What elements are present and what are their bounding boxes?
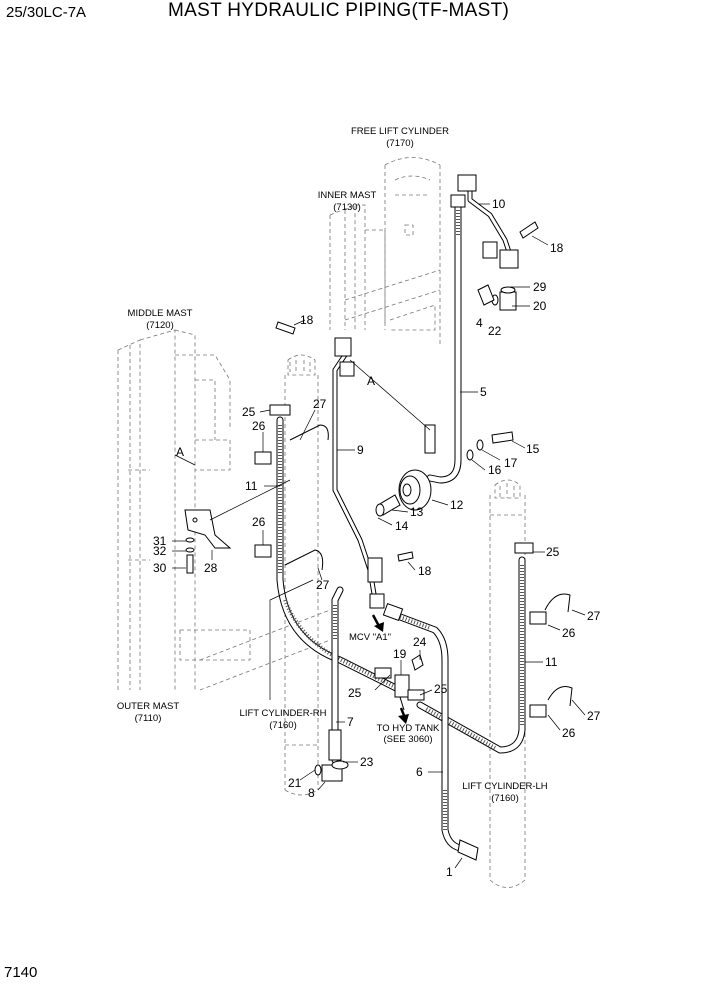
clips-27 <box>284 424 573 707</box>
label-lift-cylinder-lh-ref: (7160) <box>491 793 518 804</box>
callout-13: 13 <box>410 505 424 519</box>
label-inner-mast: INNER MAST <box>318 190 377 201</box>
detail-marker-a-1: A <box>367 374 375 388</box>
callout-26: 26 <box>252 419 266 433</box>
pin-13 <box>375 494 401 517</box>
coupler-4 <box>477 284 495 306</box>
free-lift-cylinder-outline <box>384 157 441 345</box>
callout-20: 20 <box>533 299 547 313</box>
leader-lines <box>172 203 586 869</box>
callout-7: 7 <box>347 715 354 729</box>
label-free-lift-cylinder: FREE LIFT CYLINDER <box>351 126 449 137</box>
inner-mast-outline <box>329 204 441 330</box>
tee-19 <box>394 674 410 711</box>
callout-32: 32 <box>153 544 167 558</box>
callout-6: 6 <box>416 765 423 779</box>
label-outer-mast: OUTER MAST <box>117 701 179 712</box>
callout-26: 26 <box>562 626 576 640</box>
middle-mast-outline <box>139 329 331 691</box>
callout-25: 25 <box>348 686 362 700</box>
model-number: 25/30LC-7A <box>6 4 87 21</box>
label-lift-cylinder-rh-ref: (7160) <box>269 720 296 731</box>
tank-arrow-icon <box>398 707 409 724</box>
callout-11: 11 <box>245 479 258 493</box>
label-free-lift-cylinder-ref: (7170) <box>386 138 413 149</box>
hose-5 <box>424 194 466 484</box>
callout-25: 25 <box>242 405 256 419</box>
callout-26: 26 <box>562 726 576 740</box>
pipe-9 <box>332 337 385 609</box>
label-lift-cylinder-lh: LIFT CYLINDER-LH <box>462 781 547 792</box>
label-to-hyd-tank-ref: (SEE 3060) <box>383 734 432 745</box>
pipe-10 <box>457 174 519 269</box>
elbow-20 <box>491 286 517 311</box>
hose-11-rh <box>276 416 404 694</box>
page-number: 7140 <box>4 964 38 981</box>
label-lift-cylinder-rh: LIFT CYLINDER-RH <box>240 708 327 719</box>
callout-31: 31 <box>153 534 167 548</box>
callout-1: 1 <box>446 865 453 879</box>
mcv-arrow-icon <box>371 614 384 632</box>
callout-24: 24 <box>413 635 427 649</box>
callout-23: 23 <box>360 755 374 769</box>
callout-18: 18 <box>418 564 432 578</box>
callout-29: 29 <box>533 280 547 294</box>
callout-19: 19 <box>393 647 407 661</box>
label-middle-mast: MIDDLE MAST <box>128 308 193 319</box>
callout-10: 10 <box>492 197 506 211</box>
callout-4: 4 <box>476 316 483 330</box>
callout-18: 18 <box>300 313 314 327</box>
callout-30: 30 <box>153 561 167 575</box>
callout-9: 9 <box>357 443 364 457</box>
callout-17: 17 <box>504 456 518 470</box>
bracket-28 <box>184 509 232 549</box>
label-inner-mast-ref: (7130) <box>333 202 360 213</box>
callout-21: 21 <box>288 776 302 790</box>
hose-6 <box>382 602 479 861</box>
part-callouts: 10 18 29 20 4 22 18 5 15 17 16 25 27 26 … <box>153 197 601 879</box>
callout-25: 25 <box>546 545 560 559</box>
label-outer-mast-ref: (7110) <box>135 713 162 724</box>
outer-mast-outline <box>117 339 150 690</box>
callout-22: 22 <box>488 324 502 338</box>
callout-12: 12 <box>450 498 464 512</box>
callout-26: 26 <box>252 515 266 529</box>
page-title: MAST HYDRAULIC PIPING(TF-MAST) <box>168 0 510 21</box>
bolt-30-washer-31-32 <box>185 537 195 574</box>
hose-7 <box>328 586 344 764</box>
callout-27: 27 <box>587 609 601 623</box>
callout-14: 14 <box>395 519 409 533</box>
callout-27: 27 <box>316 578 330 592</box>
elbow-8 <box>314 760 349 782</box>
detail-marker-a-2: A <box>176 445 184 459</box>
callout-16: 16 <box>488 463 502 477</box>
label-mcv: MCV "A1" <box>349 632 391 643</box>
callout-27: 27 <box>313 397 327 411</box>
callout-15: 15 <box>526 442 540 456</box>
callout-18: 18 <box>550 241 564 255</box>
label-middle-mast-ref: (7120) <box>146 320 173 331</box>
callout-25: 25 <box>434 682 448 696</box>
component-labels: FREE LIFT CYLINDER (7170) INNER MAST (71… <box>117 126 548 804</box>
callout-5: 5 <box>480 385 487 399</box>
callout-11: 11 <box>545 655 558 669</box>
hose-11-lh <box>416 556 526 754</box>
bolts-18-15 <box>275 221 539 671</box>
lift-cylinder-rh-outline <box>284 354 319 796</box>
pulley-12 <box>398 469 432 511</box>
callout-8: 8 <box>308 786 315 800</box>
label-to-hyd-tank: TO HYD TANK <box>377 723 440 734</box>
callout-28: 28 <box>204 561 218 575</box>
callout-27: 27 <box>587 709 601 723</box>
